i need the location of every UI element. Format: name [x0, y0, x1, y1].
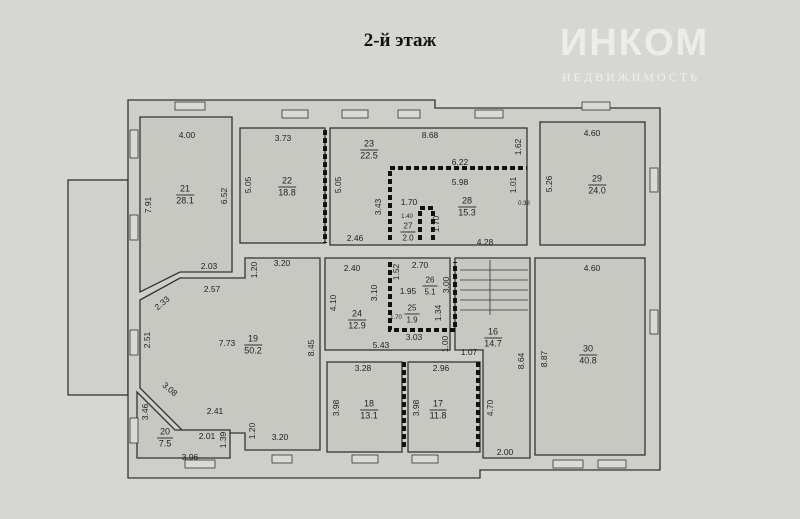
dimension-label: 4.28: [476, 237, 494, 247]
dimension-label: 5.05: [243, 176, 253, 194]
dimension-label: 1.70: [431, 215, 441, 233]
dimension-label: 4.70: [485, 399, 495, 417]
room-29: [539, 121, 646, 246]
dimension-label: 1.70: [390, 315, 402, 321]
dimension-label: 8.68: [421, 130, 439, 140]
dimension-label: 7.91: [143, 196, 153, 214]
dimension-label: 1.39: [218, 431, 228, 449]
dimension-label: 3.10: [369, 284, 379, 302]
room-23: [329, 127, 528, 246]
stairs: [460, 260, 528, 315]
dimension-label: 1.62: [513, 138, 523, 156]
room-22: [239, 127, 326, 244]
floor-title: 2-й этаж: [363, 30, 437, 51]
dimension-label: 1.20: [247, 422, 257, 440]
dimension-label: 3.00: [441, 276, 451, 294]
dimension-label: 2.40: [343, 263, 361, 273]
windows: [129, 101, 659, 469]
dimension-label: 3.98: [411, 399, 421, 417]
partition-walls: [323, 130, 527, 450]
dimension-label: 5.43: [372, 340, 390, 350]
room-30: [534, 257, 646, 456]
dimension-label: 1.34: [433, 304, 443, 322]
dimension-label: 1.40: [401, 214, 413, 220]
balcony: [67, 179, 129, 396]
watermark-tagline: НЕДВИЖИМОСТЬ: [562, 70, 700, 84]
dimension-label: 3.20: [271, 432, 289, 442]
dimension-label: 8.45: [306, 339, 316, 357]
dimension-label: 6.52: [219, 187, 229, 205]
dimension-label: 2.57: [203, 284, 221, 294]
dimension-label: 4.00: [178, 130, 196, 140]
dimension-label: 1.95: [399, 286, 417, 296]
dimension-label: 2.46: [346, 233, 364, 243]
room-21: [139, 116, 233, 294]
dimension-label: 8.64: [516, 352, 526, 370]
dimension-label: 6.22: [451, 157, 469, 167]
dimension-label: 2.41: [206, 406, 224, 416]
room-16: [454, 257, 531, 459]
dimension-label: 8.87: [539, 350, 549, 368]
dimension-label: 5.98: [451, 177, 469, 187]
dimension-label: 2.00: [496, 447, 514, 457]
dimension-label: 5.05: [333, 176, 343, 194]
dimension-label: 3.73: [274, 133, 292, 143]
dimension-label: 3.46: [140, 403, 150, 421]
dimension-label: 2.51: [142, 331, 152, 349]
room-20: [136, 390, 231, 459]
dimension-label: 1.07: [460, 347, 478, 357]
dimension-label: 2.70: [411, 260, 429, 270]
dimension-label: 1.52: [391, 263, 401, 281]
room-24: [324, 257, 451, 351]
dimension-label: 1.20: [249, 261, 259, 279]
dimension-label: 3.28: [354, 363, 372, 373]
watermark-brand: ИНКОМ: [560, 22, 710, 64]
dimension-label: 1.01: [508, 176, 518, 194]
dimension-label: 5.26: [544, 175, 554, 193]
dimension-label: 0.38: [518, 201, 530, 207]
dimension-label: 4.60: [583, 128, 601, 138]
dimension-label: 1.70: [400, 197, 418, 207]
dimension-label: 2.96: [432, 363, 450, 373]
dimension-label: 2.03: [200, 261, 218, 271]
dimension-label: 7.73: [218, 338, 236, 348]
dimension-label: 4.10: [328, 294, 338, 312]
room-19: [139, 257, 321, 451]
dimension-label: 3.98: [331, 399, 341, 417]
dimension-label: 2.01: [198, 431, 216, 441]
dimension-label: 3.03: [405, 332, 423, 342]
dimension-label: 3.96: [181, 452, 199, 462]
dimension-label: 3.20: [273, 258, 291, 268]
dimension-label: 3.43: [373, 198, 383, 216]
dimension-label: 1.00: [440, 335, 450, 353]
dimension-label: 4.60: [583, 263, 601, 273]
